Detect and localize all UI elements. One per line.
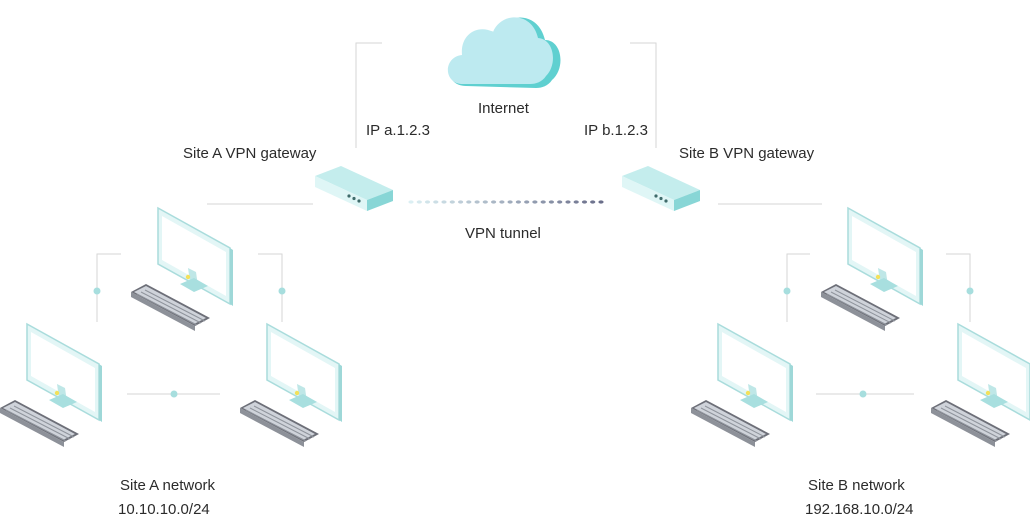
tunnel-dot — [524, 200, 530, 204]
site-b-desktop-computer-icon-3 — [930, 323, 1030, 448]
site-a-network-subnet: 10.10.10.0/24 — [118, 501, 210, 518]
tunnel-dot — [515, 200, 522, 204]
internet-label: Internet — [478, 100, 529, 117]
site-a-gateway-label: Site A VPN gateway — [183, 145, 317, 162]
tunnel-dot — [408, 200, 414, 204]
tunnel-dot — [441, 200, 447, 204]
site-a-gateway-ip: IP a.1.2.3 — [366, 122, 430, 139]
site-a-network-label: Site A network — [120, 477, 216, 494]
vpn-tunnel-line — [408, 200, 604, 204]
tunnel-dot — [433, 200, 439, 204]
tunnel-dot — [482, 200, 488, 204]
tunnel-dot — [532, 200, 538, 204]
tunnel-dot — [491, 200, 497, 204]
site-b-gateway-label: Site B VPN gateway — [679, 145, 815, 162]
site-a-desktop-computer-icon-3 — [239, 323, 343, 448]
site-b-link-nodes — [783, 287, 974, 398]
site-b-gateway-ip: IP b.1.2.3 — [584, 122, 648, 139]
tunnel-dot — [598, 200, 604, 204]
site-b-network-label: Site B network — [808, 477, 905, 494]
site-a-desktop-computer-icon-1 — [130, 207, 234, 332]
tunnel-dot — [590, 200, 596, 204]
site-a-router-icon — [315, 166, 393, 211]
tunnel-dot — [424, 200, 431, 204]
site-b-router-icon — [622, 166, 700, 211]
internet-connector-b — [630, 42, 657, 148]
tunnel-dot — [573, 200, 579, 204]
tunnel-dot — [548, 200, 555, 204]
tunnel-dot — [557, 200, 563, 204]
tunnel-dot — [581, 200, 588, 204]
site-a-link-nodes — [93, 287, 286, 398]
site-b-network-subnet: 192.168.10.0/24 — [805, 501, 914, 518]
tunnel-dot — [507, 200, 513, 204]
vpn-tunnel-label: VPN tunnel — [465, 225, 541, 242]
tunnel-dot — [449, 200, 455, 204]
tunnel-dot — [416, 200, 422, 204]
tunnel-dot — [458, 200, 464, 204]
tunnel-dot — [499, 200, 505, 204]
tunnel-dot — [540, 200, 546, 204]
site-b-desktop-computer-icon-2 — [690, 323, 794, 448]
cloud-icon — [447, 17, 561, 88]
tunnel-dot — [565, 200, 571, 204]
tunnel-dot — [466, 200, 472, 204]
site-b-desktop-computer-icon-1 — [820, 207, 924, 332]
internet-connector-a — [355, 42, 382, 148]
tunnel-dot — [474, 200, 480, 204]
site-a-desktop-computer-icon-2 — [0, 323, 103, 448]
